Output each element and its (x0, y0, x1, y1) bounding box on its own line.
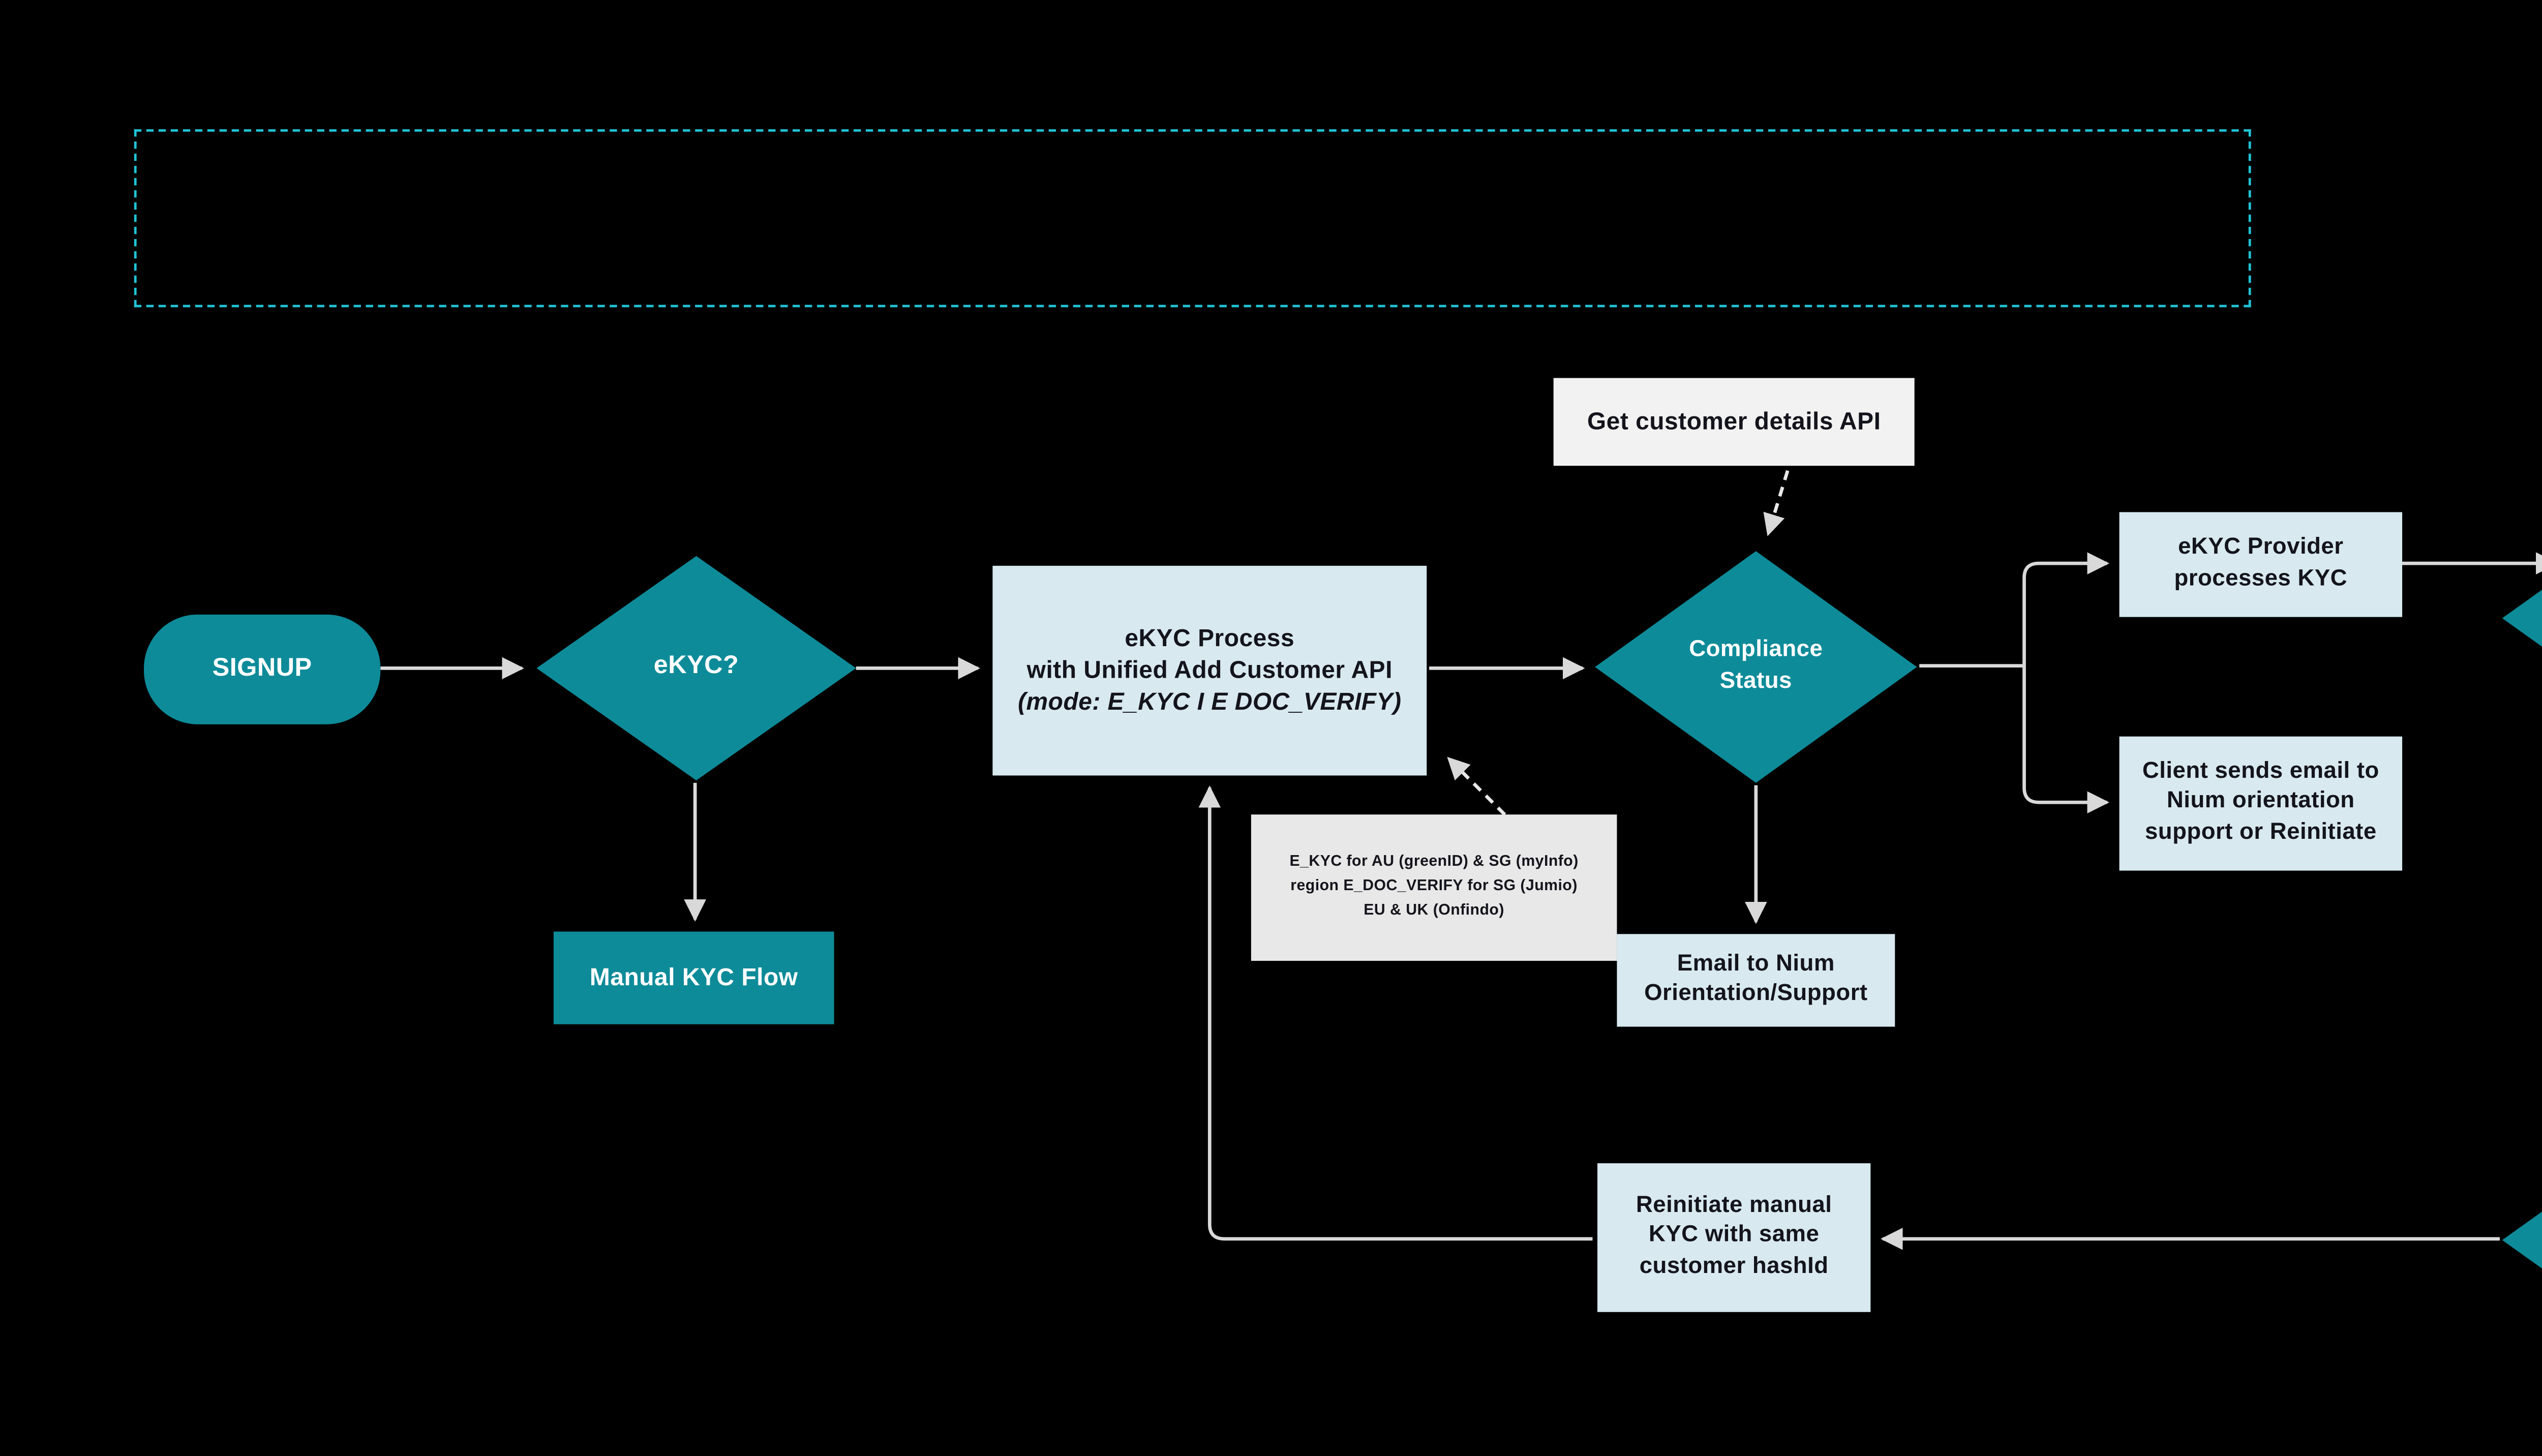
mode-note-line2: region E_DOC_VERIFY for SG (Jumio) (1290, 877, 1578, 895)
compliance-status-2-node: Compliance Status (2502, 502, 2542, 734)
ekyc-provider-line2: processes KYC (2174, 564, 2348, 592)
signup-label: SIGNUP (212, 653, 312, 682)
mode-note-line3: EU & UK (Onfindo) (1364, 902, 1504, 920)
manual-kyc-flow-label: Manual KYC Flow (589, 964, 798, 991)
get-customer-details-api-1-label: Get customer details API (1587, 408, 1881, 436)
reinitiate-manual-kyc-node: Reinitiate manual KYC with same customer… (1597, 1163, 1871, 1312)
ekyc-decision-label: eKYC? (653, 651, 739, 681)
client-sends-email-line1: Client sends email to (2142, 758, 2379, 785)
reinitiate-manual-kyc-line3: customer hashId (1639, 1253, 1829, 1280)
connector-dashed-getdetails1-to-compliance1 (1763, 470, 1790, 536)
compliance-status-1-line1: Compliance (1689, 636, 1823, 664)
connector-compliance1-to-client-email (2022, 665, 2109, 814)
client-sends-email-node: Client sends email to Nium orientation s… (2119, 736, 2403, 871)
ekyc-decision-node: eKYC? (536, 556, 856, 781)
ekyc-process-line3: (mode: E_KYC I E DOC_VERIFY) (1018, 689, 1402, 716)
manual-kyc-flow-node: Manual KYC Flow (553, 931, 834, 1024)
email-to-nium-line1: Email to Nium (1677, 950, 1835, 977)
ekyc-provider-line1: eKYC Provider (2178, 534, 2344, 562)
client-sends-email-line3: support or Reinitiate (2144, 818, 2377, 845)
reinitiate-decision-node: Reinitiate? (2502, 1124, 2542, 1356)
connector-compliance1-to-provider (2022, 552, 2109, 666)
ekyc-process-line1: eKYC Process (1125, 625, 1295, 653)
email-to-nium-line2: Orientation/Support (1644, 980, 1868, 1008)
reinitiate-manual-kyc-line1: Reinitiate manual (1636, 1192, 1832, 1220)
get-customer-details-api-1-node: Get customer details API (1553, 378, 1915, 466)
compliance-status-1-node: Compliance Status (1595, 551, 1917, 783)
title-placeholder-box (134, 129, 2251, 308)
ekyc-process-node: eKYC Process with Unified Add Customer A… (992, 565, 1427, 776)
signup-node: SIGNUP (144, 614, 381, 724)
reinitiate-manual-kyc-line2: KYC with same (1648, 1222, 1820, 1250)
ekyc-process-line2: with Unified Add Customer API (1026, 657, 1393, 684)
ekyc-provider-node: eKYC Provider processes KYC (2119, 512, 2403, 617)
mode-note-node: E_KYC for AU (greenID) & SG (myInfo) reg… (1251, 814, 1617, 961)
mode-note-line1: E_KYC for AU (greenID) & SG (myInfo) (1289, 853, 1579, 871)
email-to-nium-node: Email to Nium Orientation/Support (1617, 934, 1895, 1027)
client-sends-email-line2: Nium orientation (2166, 788, 2355, 815)
compliance-status-1-line2: Status (1719, 666, 1792, 694)
